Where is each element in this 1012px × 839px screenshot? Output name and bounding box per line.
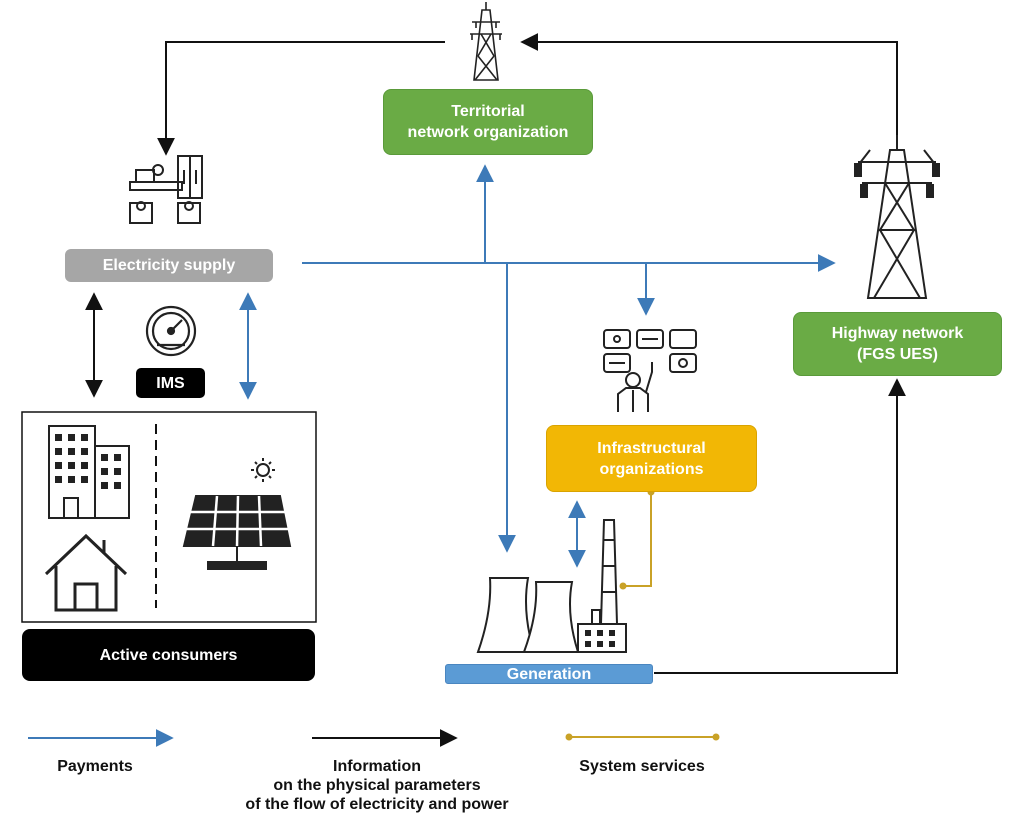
power-plant-icon <box>476 519 627 653</box>
ims-node: IMS <box>136 368 205 398</box>
generation-label: Generation <box>506 665 592 683</box>
flow-generation-to-highway <box>654 378 906 674</box>
territorial-network-node: Territorial network organization <box>383 89 593 155</box>
services-dot-bottom <box>619 582 627 590</box>
flow-highway-to-territorial <box>520 33 898 135</box>
infrastructural-node: Infrastructural organizations <box>546 425 757 492</box>
information-flows <box>85 33 906 747</box>
flow-infra-to-generation-services <box>623 492 652 587</box>
highway-network-node: Highway network (FGS UES) <box>793 312 1002 376</box>
highway-label: Highway network (FGS UES) <box>831 325 964 363</box>
infrastructural-label: Infrastructural organizations <box>597 439 706 478</box>
transmission-tower-small-icon <box>470 2 502 81</box>
house-icon <box>44 533 128 612</box>
electricity-supply-label: Electricity supply <box>102 257 236 274</box>
solar-panel-icon <box>182 495 292 570</box>
legend-system-services-label: System services <box>579 758 705 775</box>
transmission-tower-large-icon <box>854 135 940 299</box>
payment-flows <box>28 164 836 747</box>
legend-payments-label: Payments <box>57 758 133 775</box>
office-workers-icon <box>129 155 203 224</box>
legend-information-label: Information on the physical parameters o… <box>245 758 509 813</box>
ims-label: IMS <box>156 374 185 392</box>
legend-dot-left <box>565 733 573 741</box>
gauge-meter-icon <box>145 305 197 357</box>
control-panel-operator-icon <box>603 329 697 412</box>
generation-node: Generation <box>445 664 653 684</box>
apartment-building-icon <box>48 425 130 519</box>
active-consumers-label: Active consumers <box>99 646 238 664</box>
territorial-label: Territorial network organization <box>407 103 569 141</box>
system-services-flows <box>569 492 716 738</box>
legend-dot-right <box>712 733 720 741</box>
active-consumers-node: Active consumers <box>22 629 315 681</box>
sun-icon <box>251 458 275 482</box>
electricity-supply-node: Electricity supply <box>65 249 273 282</box>
flow-territorial-to-supply <box>157 41 445 156</box>
